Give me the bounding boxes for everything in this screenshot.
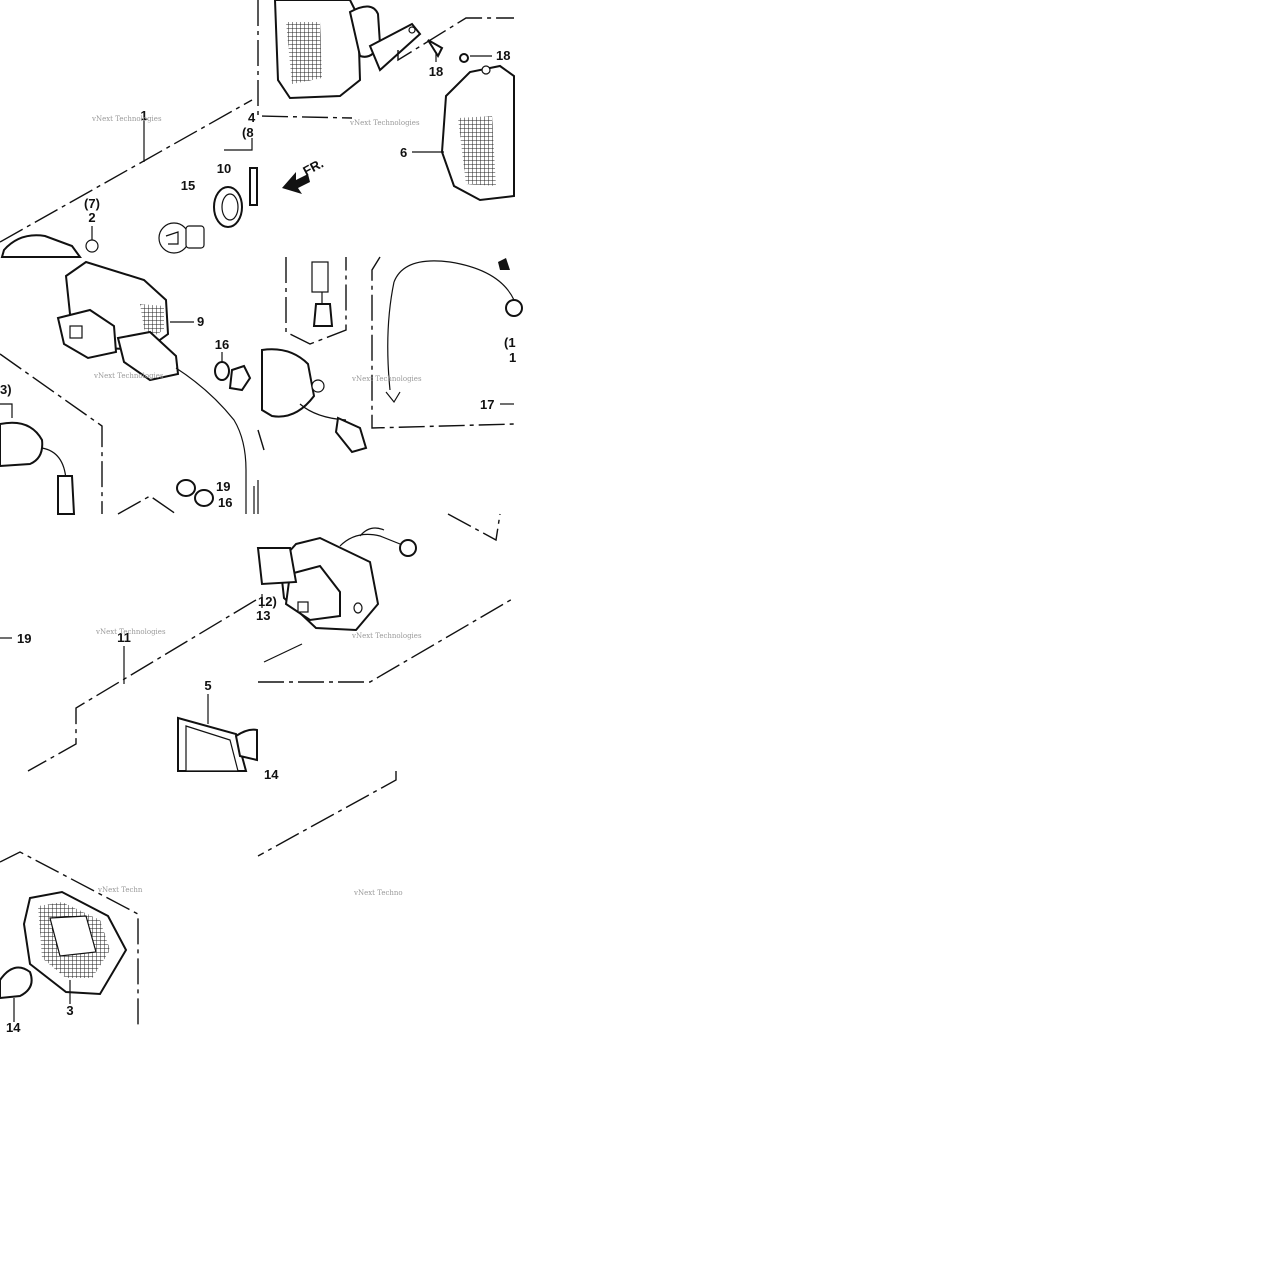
callout-14-a: 14	[264, 767, 279, 782]
callout-8: (8	[242, 125, 254, 140]
watermark: vNext Technologies	[349, 119, 420, 127]
callout-1-partial: 1	[509, 350, 516, 365]
watermark: vNext Techno	[353, 889, 403, 897]
watermark: vNext Technologies	[351, 632, 422, 640]
callout-19-b: 19	[17, 631, 31, 646]
watermark: vNext Techn	[97, 886, 143, 894]
tile-front-right-signal	[256, 513, 515, 683]
callout-3: 3	[66, 1003, 73, 1018]
callout-16-b: 16	[218, 495, 232, 510]
gasket-5	[177, 694, 248, 772]
watermark: vNext Technologies	[93, 372, 164, 380]
callout-12: 12)	[258, 594, 277, 609]
callout-13: 13	[256, 608, 270, 623]
callout-2: 2	[88, 210, 95, 225]
tile-rear-lamp-assembly	[0, 260, 259, 515]
tile-front-turn-signal-top	[257, 0, 515, 202]
front-direction-arrow	[282, 172, 310, 194]
callout-1: 1	[140, 108, 147, 123]
callout-18-b: 18	[496, 48, 510, 63]
front-marker-label: FR.	[300, 156, 326, 179]
watermark: vNext Technologies	[351, 375, 422, 383]
watermark: vNext Technologies	[91, 115, 162, 123]
tile-wiring-connectors	[257, 256, 523, 454]
callout-labels: 1 (7) 2 4 (8 10 15 18 18 6 9 16 19 16 3)…	[0, 48, 516, 1035]
callout-5: 5	[204, 678, 211, 693]
callout-19-a: 19	[216, 479, 230, 494]
socket-ring-10	[213, 186, 243, 228]
callout-3-partial: 3)	[0, 382, 12, 397]
callout-15: 15	[181, 178, 195, 193]
callout-9: 9	[197, 314, 204, 329]
tile-lower-frame	[257, 771, 397, 857]
callout-1-paren: (1	[504, 335, 516, 350]
license-lamp-lens-3	[22, 890, 128, 1004]
callout-7: (7)	[84, 196, 100, 211]
tile-rear-left-lamp	[0, 99, 258, 258]
callout-16-a: 16	[215, 337, 229, 352]
callout-6: 6	[400, 145, 407, 160]
callout-17: 17	[480, 397, 494, 412]
callout-11: 11	[117, 630, 131, 645]
callout-14-b: 14	[6, 1020, 21, 1035]
watermark: vNext Technologies	[95, 628, 166, 636]
callout-4: 4	[248, 110, 256, 125]
bulb-15	[158, 222, 205, 254]
lamp-housing-9	[56, 260, 194, 382]
callout-18-a: 18	[429, 64, 443, 79]
tile-license-lamp-frame	[0, 599, 258, 772]
tile-license-lamp	[0, 851, 139, 1028]
watermarks: vNext Technologies vNext Technologies vN…	[91, 115, 422, 897]
callout-10: 10	[217, 161, 231, 176]
turn-signal-housing-6	[412, 64, 515, 202]
